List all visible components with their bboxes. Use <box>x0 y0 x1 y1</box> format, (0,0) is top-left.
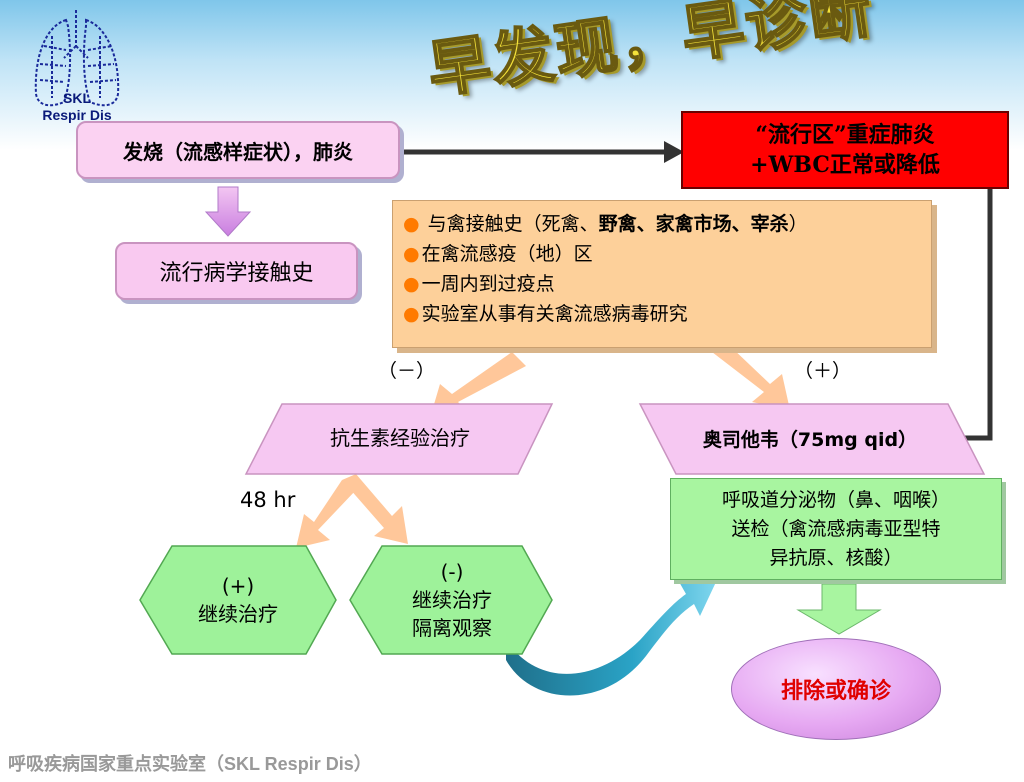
bullet-dot-icon: ● <box>403 243 420 265</box>
hex-negative-shape <box>349 545 553 655</box>
contact-item-1-text: 与禽接触史（死禽、 <box>427 213 599 235</box>
antibiotic-shape <box>244 403 554 475</box>
specimen-line1: 呼吸道分泌物（鼻、咽喉） <box>721 488 950 511</box>
duration-label: 48 hr <box>240 488 296 512</box>
arrow-negative-to-antibiotic <box>430 352 526 418</box>
contact-item-4-text: 实验室从事有关禽流感病毒研究 <box>421 303 688 325</box>
antibiotic-label: 抗生素经验治疗 <box>330 425 470 450</box>
hex-positive-sign: (+) <box>221 574 255 598</box>
logo-text-respir: Respir Dis <box>42 107 112 123</box>
hex-positive-label: (+) 继续治疗 <box>143 546 333 654</box>
bullet-dot-icon: ● <box>403 303 420 325</box>
epidemic-area-line2: +WBC正常或降低 <box>750 152 940 178</box>
arrow-fever-to-contact-history <box>204 186 252 237</box>
contact-item-1-bold: 野禽、家禽市场、宰杀 <box>598 213 789 235</box>
hex-negative-sign: (-) <box>440 560 464 584</box>
arrow-positive-to-oseltamivir <box>712 346 790 410</box>
list-item: ●一周内到过疫点 <box>403 269 921 299</box>
list-item: ●在禽流感疫（地）区 <box>403 239 921 269</box>
specimen-line3: 异抗原、核酸） <box>769 546 903 569</box>
contact-item-3-text: 一周内到过疫点 <box>421 273 555 295</box>
footer-text: 呼吸疾病国家重点实验室（SKL Respir Dis） <box>8 754 372 774</box>
oseltamivir-label: 奥司他韦（75mg qid） <box>702 428 918 451</box>
oseltamivir-shape <box>638 403 986 475</box>
contact-history-box: ● 与禽接触史（死禽、野禽、家禽市场、宰杀） ●在禽流感疫（地）区 ●一周内到过… <box>392 200 932 348</box>
specimen-box: 呼吸道分泌物（鼻、咽喉） 送检（禽流感病毒亚型特 异抗原、核酸） <box>670 478 1002 580</box>
epidemic-area-line1: “流行区”重症肺炎 <box>755 122 935 148</box>
hex-positive-shape <box>139 545 337 655</box>
list-item: ● 与禽接触史（死禽、野禽、家禽市场、宰杀） <box>403 209 921 239</box>
negative-sign: （－） <box>378 360 436 382</box>
specimen-line2: 送检（禽流感病毒亚型特 <box>731 517 941 540</box>
arrow-48hr-to-negative <box>342 474 408 544</box>
symptom-box: 发烧（流感样症状），肺炎 <box>76 121 400 179</box>
lungs-logo-icon <box>34 10 120 107</box>
positive-sign: （＋） <box>794 360 852 382</box>
arrow-fever-to-epidemic <box>404 141 684 163</box>
contact-item-1-suffix: ） <box>788 213 808 235</box>
bullet-dot-icon: ● <box>403 273 420 295</box>
hex-negative-line2: 隔离观察 <box>412 616 492 640</box>
arrow-isolation-to-specimen <box>506 580 716 696</box>
result-ellipse: 排除或确诊 <box>731 638 941 740</box>
logo-text-skl: SKL <box>63 90 91 106</box>
hex-negative-line1: 继续治疗 <box>412 588 492 612</box>
hex-negative-label: (-) 继续治疗 隔离观察 <box>352 546 552 654</box>
hex-positive-line1: 继续治疗 <box>198 602 278 626</box>
arrow-48hr-to-positive <box>296 480 356 548</box>
list-item: ●实验室从事有关禽流感病毒研究 <box>403 299 921 329</box>
arrow-specimen-to-result <box>796 583 882 635</box>
epidemiology-box: 流行病学接触史 <box>115 242 358 300</box>
bullet-dot-icon: ● <box>403 213 420 235</box>
epidemic-area-box: “流行区”重症肺炎 +WBC正常或降低 <box>681 111 1009 189</box>
contact-item-2-text: 在禽流感疫（地）区 <box>421 243 593 265</box>
